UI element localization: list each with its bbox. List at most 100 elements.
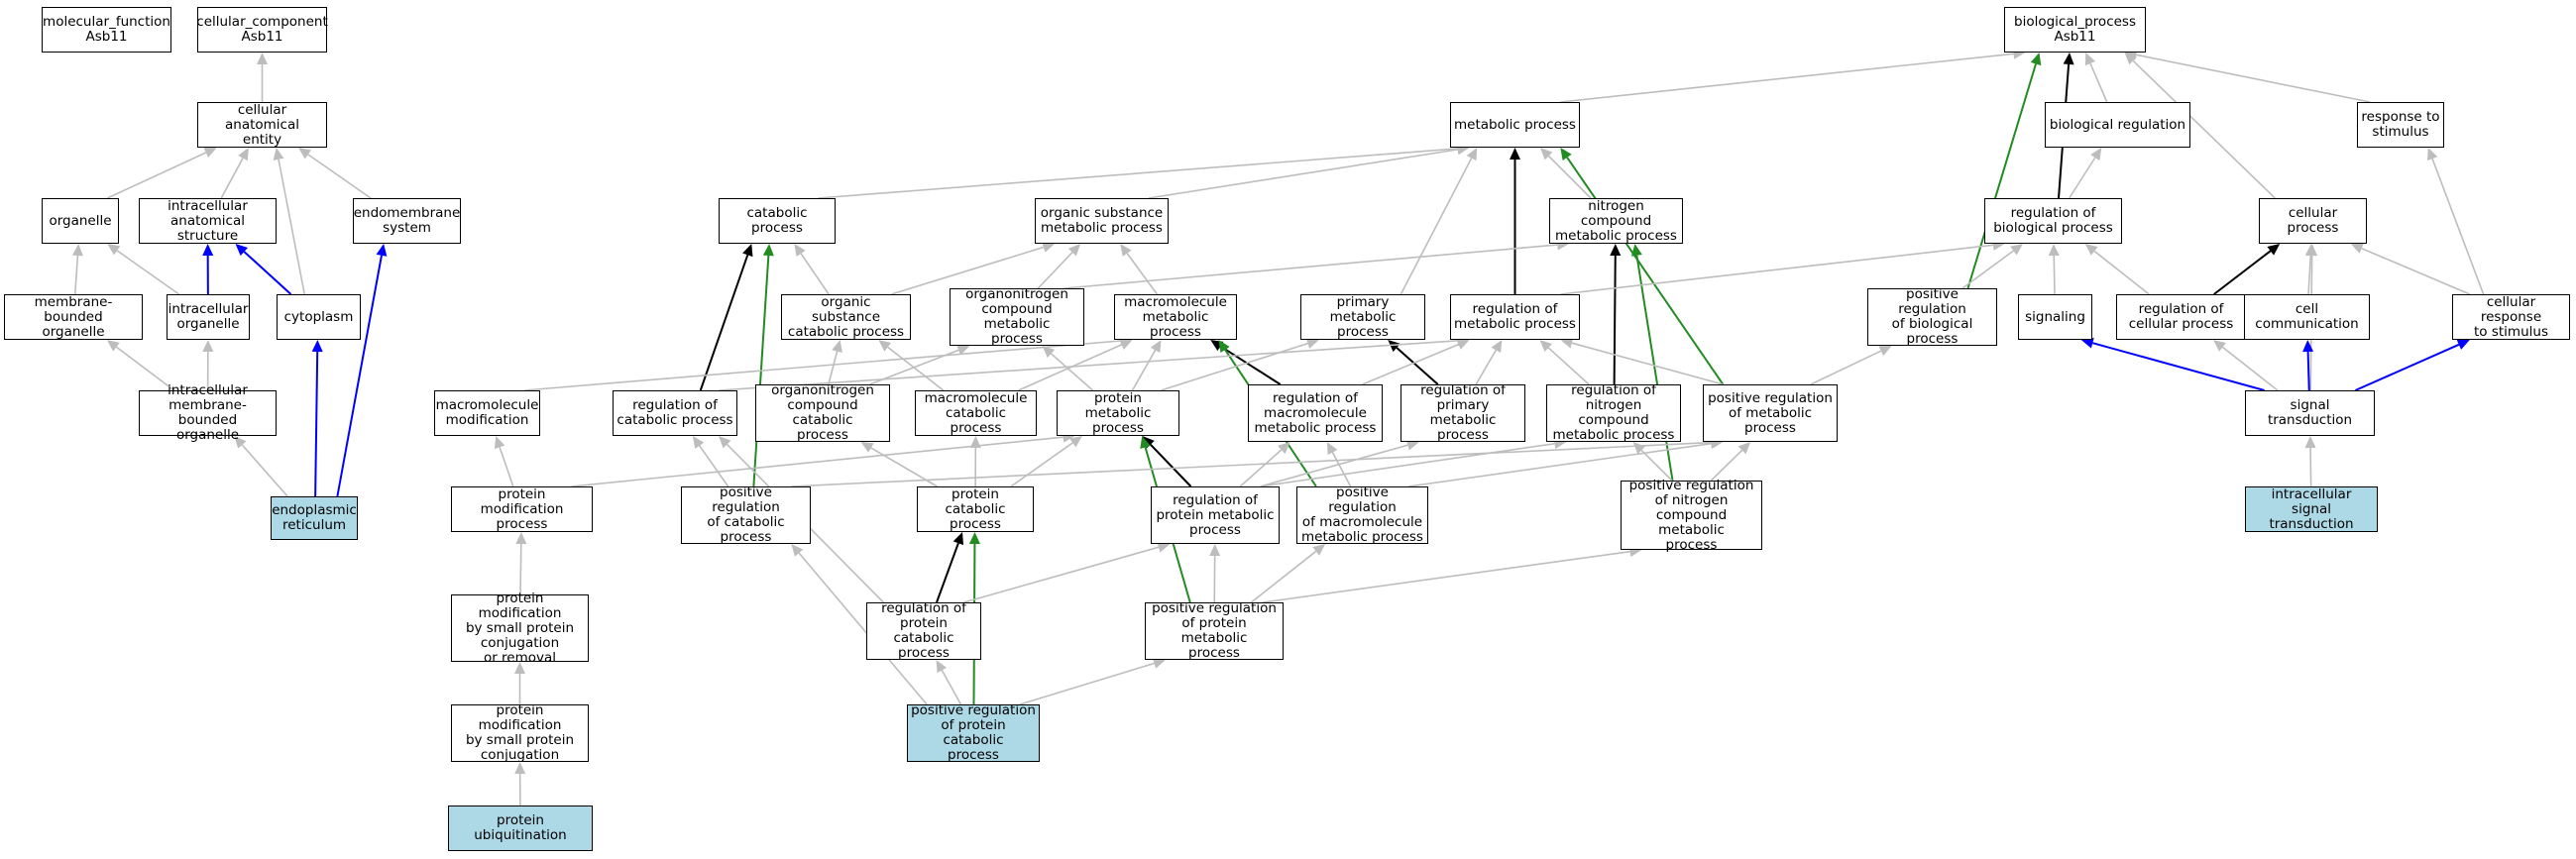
go-term-node[interactable]: catabolic process (719, 198, 836, 244)
edge-arrowhead (791, 544, 804, 557)
go-term-node[interactable]: positive regulation of macromolecule met… (1296, 485, 1428, 545)
go-term-node[interactable]: regulation of cellular process (2116, 294, 2246, 340)
edge-line (1362, 343, 1459, 385)
edge-arrowhead (1069, 436, 1082, 448)
go-term-node[interactable]: regulation of macromolecule metabolic pr… (1248, 384, 1383, 442)
edge-line (2089, 62, 2108, 103)
edge-line (1475, 349, 1498, 385)
edge-arrowhead (514, 762, 526, 775)
go-term-node[interactable]: regulation of protein metabolic process (1151, 486, 1280, 544)
edge-line (1635, 255, 1674, 482)
go-term-node[interactable]: biological_process Asb11 (2004, 7, 2146, 53)
edge-arrowhead (1305, 338, 1319, 349)
edge-line (336, 255, 383, 497)
go-term-node[interactable]: macromolecule modification (434, 390, 540, 436)
edge-arrowhead (2124, 53, 2137, 65)
go-term-node[interactable]: cellular anatomical entity (197, 102, 327, 148)
go-term-node[interactable]: positive regulation of protein metabolic… (1145, 601, 1284, 661)
edge-arrowhead (956, 345, 970, 356)
go-term-node[interactable]: cytoplasm (277, 294, 361, 340)
edge-arrowhead (2048, 244, 2060, 257)
go-term-node[interactable]: organic substance catabolic process (781, 294, 911, 340)
go-term-node[interactable]: positive regulation of biological proces… (1867, 287, 1997, 347)
go-term-node[interactable]: molecular_function Asb11 (42, 7, 171, 53)
go-term-node[interactable]: regulation of protein catabolic process (866, 601, 981, 661)
go-term-node[interactable]: protein metabolic process (1057, 390, 1179, 436)
go-term-node[interactable]: response to stimulus (2357, 102, 2444, 148)
go-term-node[interactable]: signal transduction (2245, 390, 2375, 436)
go-term-node[interactable]: protein modification process (451, 486, 593, 532)
go-term-node[interactable]: organonitrogen compound metabolic proces… (950, 287, 1084, 347)
go-term-node[interactable]: primary metabolic process (1300, 294, 1425, 340)
go-term-node[interactable]: cellular process (2259, 198, 2367, 244)
go-term-node[interactable]: protein catabolic process (917, 486, 1034, 532)
go-term-node[interactable]: organic substance metabolic process (1035, 198, 1169, 244)
edge-arrowhead (106, 340, 120, 352)
edge-arrowhead (969, 436, 981, 449)
edge-line (1810, 350, 1882, 385)
go-term-node[interactable]: signaling (2018, 294, 2092, 340)
edge-arrowhead (1610, 244, 1622, 257)
edge-arrowhead (742, 244, 753, 258)
go-term-node[interactable]: regulation of nitrogen compound metaboli… (1546, 383, 1681, 443)
go-term-node[interactable]: membrane-bounded organelle (4, 294, 143, 340)
go-term-node[interactable]: nitrogen compound metabolic process (1549, 198, 1683, 244)
go-term-node[interactable]: biological regulation (2045, 102, 2190, 148)
go-term-node[interactable]: positive regulation of metabolic process (1703, 384, 1838, 442)
go-term-node[interactable]: positive regulation of protein catabolic… (907, 703, 1040, 763)
edge-arrowhead (2063, 53, 2074, 65)
edge-line (887, 346, 945, 391)
edge-line (2306, 351, 2310, 391)
edge-arrowhead (2350, 243, 2364, 254)
edge-arrowhead (1312, 544, 1326, 556)
edge-line (523, 340, 1121, 391)
edge-arrowhead (2426, 148, 2438, 161)
edge-line (1150, 443, 1192, 487)
edge-arrowhead (1120, 244, 1132, 257)
go-term-node[interactable]: regulation of metabolic process (1450, 294, 1580, 340)
edge-line (2431, 158, 2485, 295)
edge-arrowhead (1630, 244, 1642, 257)
edge-line (571, 436, 1064, 487)
edge-arrowhead (1878, 346, 1892, 357)
go-term-node[interactable]: macromolecule catabolic process (915, 390, 1037, 436)
go-term-node[interactable]: protein modification by small protein co… (451, 591, 589, 665)
go-term-node[interactable]: cellular response to stimulus (2452, 294, 2570, 340)
edge-arrowhead (1632, 442, 1646, 455)
go-term-node[interactable]: intracellular organelle (167, 294, 250, 340)
go-term-node[interactable]: protein modification by small protein co… (451, 703, 589, 763)
go-term-node[interactable]: metabolic process (1450, 102, 1580, 148)
edge-arrowhead (2084, 53, 2096, 66)
edge-arrowhead (2304, 436, 2316, 449)
edge-line (278, 159, 306, 295)
go-term-node[interactable]: regulation of catabolic process (613, 390, 737, 436)
go-term-node[interactable]: protein ubiquitination (448, 805, 593, 851)
edge-line (1219, 345, 1282, 385)
edge-arrowhead (1737, 442, 1751, 455)
edge-arrowhead (952, 532, 964, 546)
go-term-node[interactable]: positive regulation of nitrogen compound… (1621, 478, 1762, 552)
go-term-node[interactable]: organelle (42, 198, 119, 244)
edge-arrowhead (2267, 244, 2281, 256)
edge-line (1547, 347, 1590, 385)
edge-line (73, 255, 79, 295)
edge-arrowhead (1540, 148, 1553, 161)
edge-line (1010, 442, 1073, 487)
go-term-node[interactable]: macromolecule metabolic process (1114, 294, 1237, 340)
edge-line (115, 346, 175, 391)
go-term-node[interactable]: endoplasmic reticulum (271, 496, 358, 540)
go-term-node[interactable]: intracellular membrane-bounded organelle (139, 383, 277, 443)
edge-line (941, 670, 962, 705)
go-term-node[interactable]: organonitrogen compound catabolic proces… (755, 383, 890, 443)
edge-arrowhead (203, 148, 217, 159)
edge-line (828, 351, 839, 385)
go-term-node[interactable]: intracellular anatomical structure (139, 198, 277, 244)
go-term-node[interactable]: positive regulation of catabolic process (681, 485, 811, 545)
go-term-node[interactable]: cell communication (2244, 294, 2370, 340)
go-term-node[interactable]: cellular_component Asb11 (196, 7, 328, 53)
go-term-node[interactable]: regulation of primary metabolic process (1400, 383, 1525, 443)
go-term-node[interactable]: intracellular signal transduction (2245, 486, 2378, 532)
go-term-node[interactable]: endomembrane system (353, 198, 461, 244)
edge-line (2069, 157, 2096, 199)
go-term-node[interactable]: regulation of biological process (1984, 198, 2122, 244)
